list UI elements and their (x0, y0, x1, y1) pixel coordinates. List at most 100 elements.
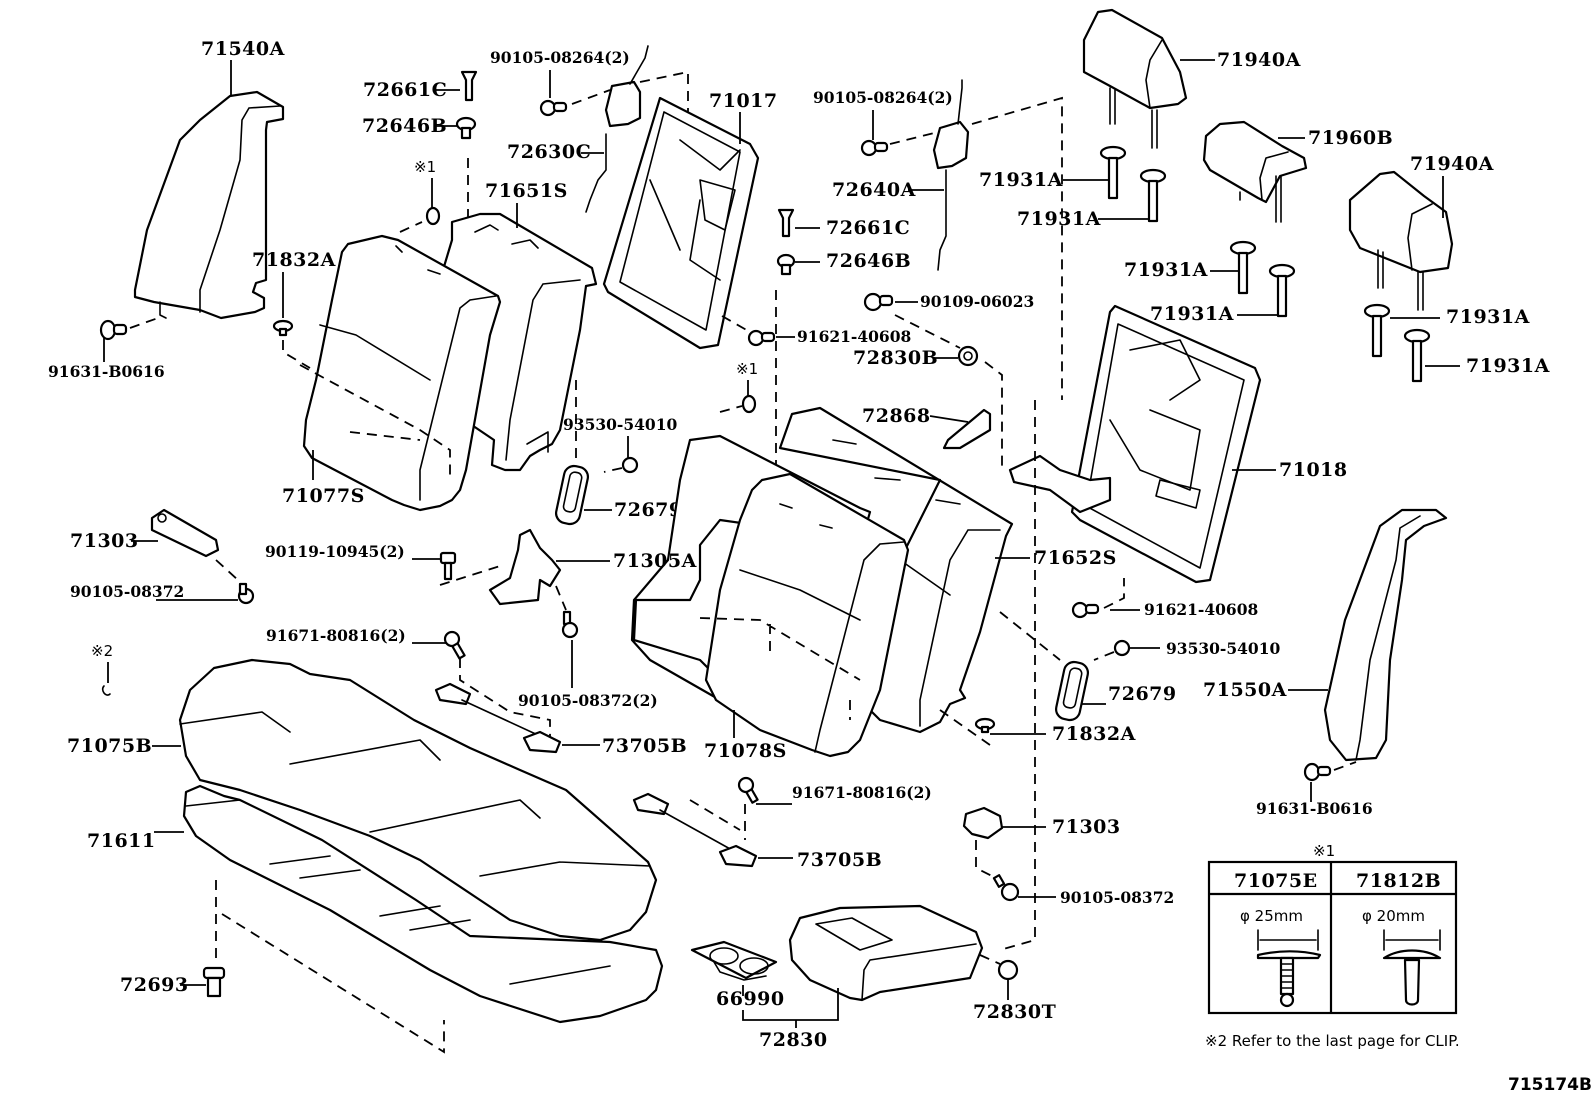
label-72830[interactable]: 72830 (759, 1029, 828, 1051)
screw-icon (621, 456, 639, 474)
label-72868[interactable]: 72868 (862, 405, 931, 427)
label-72630C[interactable]: 72630C (507, 141, 591, 163)
label-71832A-right[interactable]: 71832A (1052, 723, 1136, 745)
label-73705B-2[interactable]: 73705B (797, 849, 882, 871)
label-72830T[interactable]: 72830T (973, 1001, 1056, 1023)
label-71305A[interactable]: 71305A (613, 550, 697, 572)
bolt-icon (863, 292, 894, 312)
handle-bezel-icon (1054, 660, 1090, 722)
seatback-71078s (630, 434, 910, 758)
label-72693[interactable]: 72693 (120, 974, 189, 996)
seat-cushion-71611 (182, 784, 664, 1024)
label-72646B-top[interactable]: 72646B (362, 115, 447, 137)
label-71075B[interactable]: 71075B (67, 735, 152, 757)
side-bolster-left (133, 90, 285, 320)
label-72646B-mid[interactable]: 72646B (826, 250, 911, 272)
label-91671-80816-right[interactable]: 91671-80816(2) (792, 783, 932, 802)
clip-icon (425, 206, 441, 226)
clip-icon (974, 717, 996, 734)
hinge-bracket-icon (962, 806, 1004, 840)
label-90105-08264-left[interactable]: 90105-08264(2) (490, 48, 630, 67)
label-71077S[interactable]: 71077S (282, 485, 365, 507)
clip-table-part-2: 71812B (1356, 870, 1441, 892)
armrest-72830 (788, 904, 984, 1002)
clip-icon (101, 685, 111, 696)
label-90105-08372-left[interactable]: 90105-08372 (70, 582, 184, 601)
seatback-frame-71018 (1008, 304, 1262, 584)
label-90105-08372-2[interactable]: 90105-08372(2) (518, 691, 658, 710)
ref1-left: ※1 (414, 158, 436, 176)
clip-table-diameter-1: φ 25mm (1240, 907, 1303, 925)
label-71303-right[interactable]: 71303 (1052, 816, 1121, 838)
clip-71812b-icon (1382, 929, 1442, 1006)
label-71540A[interactable]: 71540A (201, 38, 285, 60)
seat-cushion-71075b (178, 658, 658, 942)
clip-table-part-1: 71075E (1234, 870, 1318, 892)
label-66990[interactable]: 66990 (716, 988, 785, 1010)
bolt-icon (237, 582, 255, 605)
ref2: ※2 (91, 642, 113, 660)
bolt-icon (439, 551, 457, 581)
label-72640A[interactable]: 72640A (832, 179, 916, 201)
hinge-bracket-icon (150, 508, 220, 558)
label-71931A-1[interactable]: 71931A (979, 169, 1063, 191)
label-90109-06023[interactable]: 90109-06023 (920, 292, 1034, 311)
label-71931A-5[interactable]: 71931A (1446, 306, 1530, 328)
clip-icon (776, 253, 796, 276)
label-91631-B0616-right[interactable]: 91631-B0616 (1256, 799, 1373, 818)
label-71078S[interactable]: 71078S (704, 740, 787, 762)
label-71940A-top[interactable]: 71940A (1217, 49, 1301, 71)
label-71611[interactable]: 71611 (87, 830, 156, 852)
clip-icon (272, 319, 294, 337)
bolt-icon (1303, 762, 1332, 782)
label-71550A[interactable]: 71550A (1203, 679, 1287, 701)
ref1-mid: ※1 (736, 360, 758, 378)
bolt-icon (737, 776, 759, 804)
label-71931A-2[interactable]: 71931A (1017, 208, 1101, 230)
label-71832A-left[interactable]: 71832A (252, 249, 336, 271)
seatback-71652s (778, 406, 1014, 734)
label-91671-80816-left[interactable]: 91671-80816(2) (266, 626, 406, 645)
label-71303-left[interactable]: 71303 (70, 530, 139, 552)
bracket-icon (942, 408, 992, 450)
nut-icon (957, 345, 979, 367)
label-93530-54010-left[interactable]: 93530-54010 (563, 415, 677, 434)
label-71931A-3[interactable]: 71931A (1124, 259, 1208, 281)
label-71018[interactable]: 71018 (1279, 459, 1348, 481)
label-71931A-6[interactable]: 71931A (1466, 355, 1550, 377)
nut-icon (997, 959, 1019, 981)
label-71651S[interactable]: 71651S (485, 180, 568, 202)
pin-icon (460, 70, 478, 102)
label-72679-left[interactable]: 72679 (614, 499, 683, 521)
clip-icon (202, 966, 226, 998)
pin-icon (777, 208, 795, 238)
label-71931A-4[interactable]: 71931A (1150, 303, 1234, 325)
label-71652S[interactable]: 71652S (1034, 547, 1117, 569)
label-90105-08372-right[interactable]: 90105-08372 (1060, 888, 1174, 907)
label-93530-54010-right[interactable]: 93530-54010 (1166, 639, 1280, 658)
headrest-71940a-top (1082, 8, 1188, 149)
label-91621-40608-top[interactable]: 91621-40608 (797, 327, 911, 346)
label-90119-10945[interactable]: 90119-10945(2) (265, 542, 405, 561)
label-72661C-top[interactable]: 72661C (363, 79, 447, 101)
headrest-71960b (1202, 120, 1308, 223)
label-72661C-mid[interactable]: 72661C (826, 217, 910, 239)
seat-hook-icon (434, 682, 562, 754)
clip-table-diameter-2: φ 20mm (1362, 907, 1425, 925)
seatback-frame-71017 (602, 96, 760, 350)
label-71960B[interactable]: 71960B (1308, 127, 1393, 149)
label-71017[interactable]: 71017 (709, 90, 778, 112)
headrest-71940a-right (1348, 170, 1454, 311)
seatback-cover-71077s (299, 234, 502, 512)
label-90105-08264-right[interactable]: 90105-08264(2) (813, 88, 953, 107)
footnote: ※2 Refer to the last page for CLIP. (1205, 1032, 1460, 1050)
illustration-code: 715174B (1508, 1075, 1592, 1095)
label-91621-40608-right[interactable]: 91621-40608 (1144, 600, 1258, 619)
bolt-icon (561, 610, 579, 639)
label-91631-B0616-left[interactable]: 91631-B0616 (48, 362, 165, 381)
label-71940A-right[interactable]: 71940A (1410, 153, 1494, 175)
label-73705B-1[interactable]: 73705B (602, 735, 687, 757)
label-72679-right[interactable]: 72679 (1108, 683, 1177, 705)
label-72830B[interactable]: 72830B (853, 347, 938, 369)
